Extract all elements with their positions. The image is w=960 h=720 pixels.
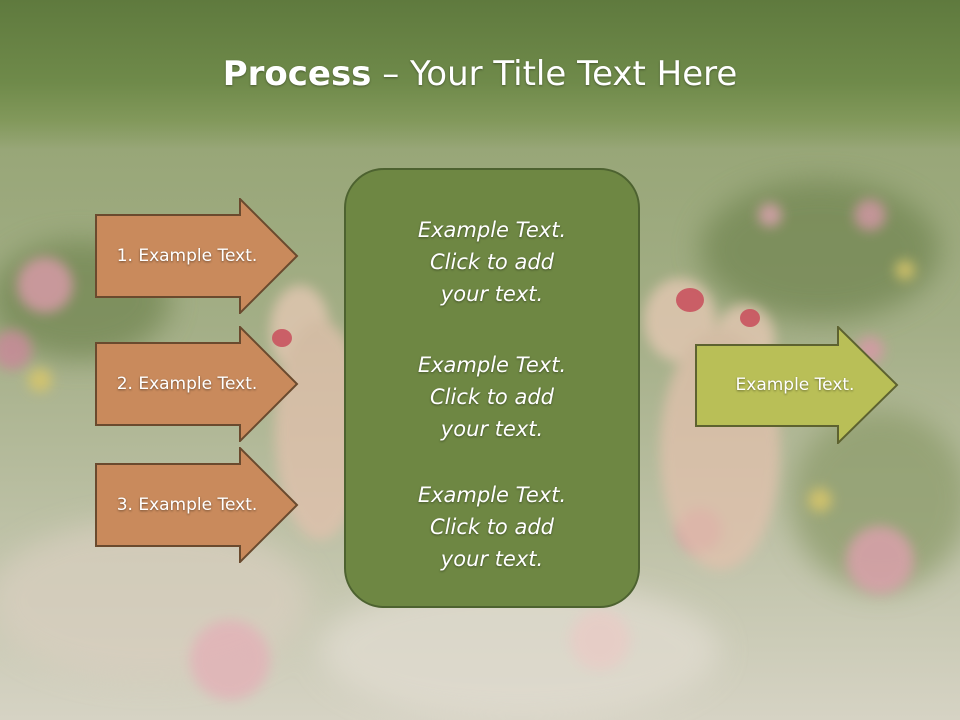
arrow-shape-icon <box>95 447 299 563</box>
output-label: Example Text. <box>735 375 855 395</box>
center-content-box[interactable]: Example Text. Click to add your text. Ex… <box>344 168 640 608</box>
step-arrow-2[interactable]: 2. Example Text. <box>95 326 299 442</box>
output-arrow[interactable]: Example Text. <box>695 326 899 444</box>
title-band <box>0 0 960 150</box>
step-label-2: 2. Example Text. <box>116 374 258 394</box>
step-arrow-3[interactable]: 3. Example Text. <box>95 447 299 563</box>
step-arrow-1[interactable]: 1. Example Text. <box>95 198 299 314</box>
slide-title: Process – Your Title Text Here <box>0 50 960 98</box>
arrow-shape-icon <box>695 326 899 444</box>
arrow-shape-icon <box>95 326 299 442</box>
center-text-block-1[interactable]: Example Text. Click to add your text. <box>346 214 638 310</box>
center-line: Click to add <box>429 250 554 274</box>
step-label-1: 1. Example Text. <box>116 246 258 266</box>
center-line: Example Text. <box>417 218 567 242</box>
center-line: Click to add <box>429 515 554 539</box>
center-line: Click to add <box>429 385 554 409</box>
center-line: Example Text. <box>417 483 567 507</box>
center-line: Example Text. <box>417 353 567 377</box>
center-text-block-2[interactable]: Example Text. Click to add your text. <box>346 349 638 445</box>
arrow-shape-icon <box>95 198 299 314</box>
title-rest: – Your Title Text Here <box>371 54 738 94</box>
title-bold: Process <box>222 54 372 94</box>
step-label-3: 3. Example Text. <box>116 495 258 515</box>
center-line: your text. <box>440 282 544 306</box>
center-line: your text. <box>440 547 544 571</box>
center-line: your text. <box>440 417 544 441</box>
center-text-block-3[interactable]: Example Text. Click to add your text. <box>346 479 638 575</box>
